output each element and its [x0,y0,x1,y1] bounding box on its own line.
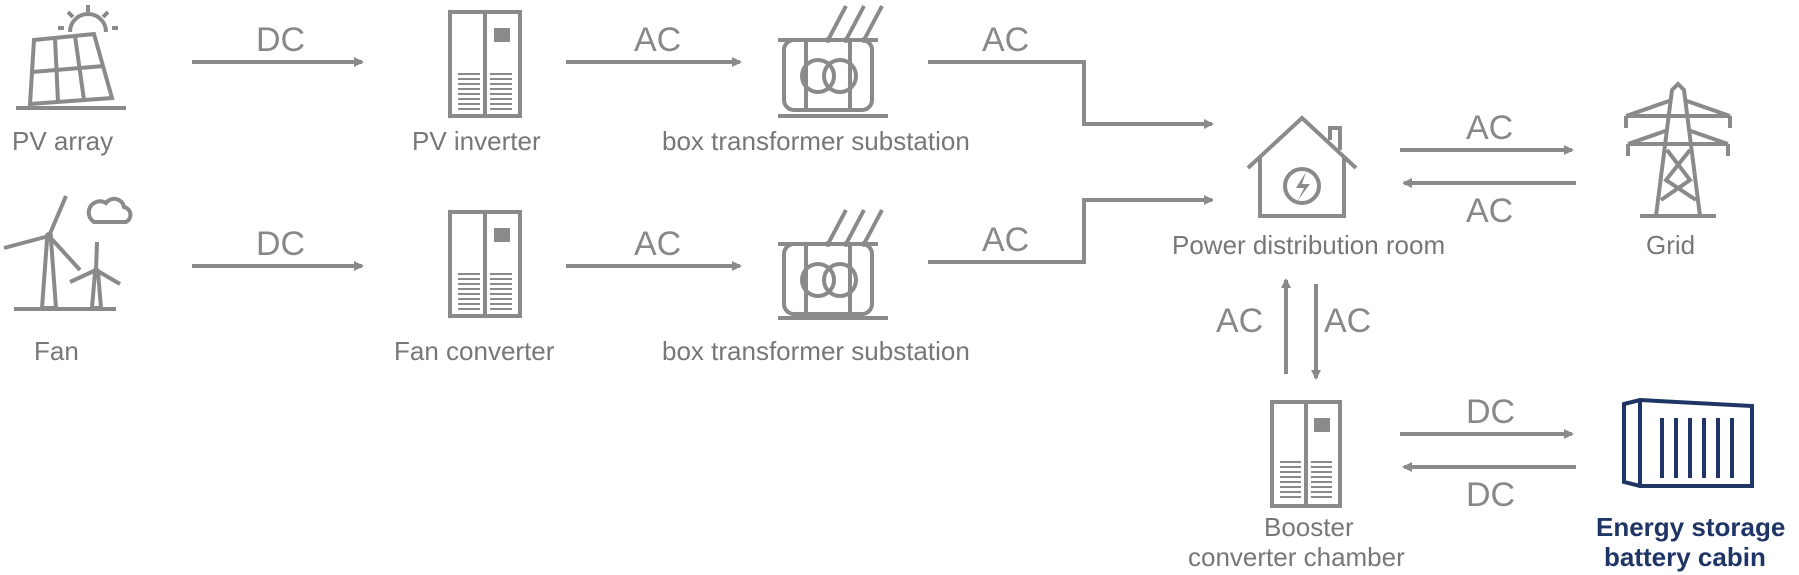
fan-converter-label: Fan converter [394,336,555,366]
room-to-grid-arrow: AC [1400,109,1574,155]
transformer-icon [778,5,888,118]
grid-node: Grid [1624,81,1732,260]
box-transformer-node-2: box transformer substation [662,209,970,366]
energy-storage-node: Energy storage battery cabin [1596,397,1785,572]
flow-label: AC [982,21,1029,59]
room-to-booster-arrow: AC [1311,284,1371,380]
flow-label: AC [634,225,681,263]
box1-to-room-arrow: AC [928,21,1214,129]
inverter-to-box-arrow: AC [566,21,742,67]
fan-node: Fan [3,195,133,366]
flow-label: DC [1466,476,1515,514]
storage-to-booster-arrow: DC [1402,462,1576,514]
house-lightning-icon [1246,115,1358,218]
flow-label: AC [1466,192,1513,230]
flow-label: DC [256,21,305,59]
energy-storage-label-line1: Energy storage [1596,512,1785,542]
flow-label: AC [634,21,681,59]
pv-inverter-node: PV inverter [412,10,541,156]
energy-storage-label-line2: battery cabin [1604,542,1766,572]
wind-turbine-icon [3,195,122,311]
pv-inverter-label: PV inverter [412,126,541,156]
booster-label-line2: converter chamber [1188,542,1405,572]
booster-to-room-arrow: AC [1216,278,1291,374]
box2-to-room-arrow: AC [928,195,1214,264]
fan-to-converter-arrow: DC [192,225,364,271]
inverter-cabinet-icon [448,210,522,318]
battery-container-icon [1622,397,1754,488]
booster-converter-node: Booster converter chamber [1188,400,1405,572]
power-distribution-room-label: Power distribution room [1172,230,1445,260]
grid-label: Grid [1646,230,1695,260]
inverter-cabinet-icon [448,10,522,118]
transmission-tower-icon [1624,81,1732,218]
flow-label: DC [256,225,305,263]
booster-to-storage-arrow: DC [1400,393,1574,439]
box-transformer-label-1: box transformer substation [662,126,970,156]
fan-converter-node: Fan converter [394,210,555,366]
sun-icon [58,5,118,33]
fan-label: Fan [34,336,79,366]
power-distribution-room-node: Power distribution room [1172,115,1445,260]
flow-label: AC [1324,302,1371,340]
cloud-icon [86,196,133,224]
converter-to-box-arrow: AC [566,225,742,271]
box-transformer-label-2: box transformer substation [662,336,970,366]
pv-array-label: PV array [12,126,113,156]
solar-panel-icon [16,31,126,110]
booster-label-line1: Booster [1264,512,1354,542]
flow-label: AC [1466,109,1513,147]
flow-label: DC [1466,393,1515,431]
pv-array-node: PV array [12,5,126,156]
flow-label: AC [982,221,1029,259]
box-transformer-node-1: box transformer substation [662,5,970,156]
flow-label: AC [1216,302,1263,340]
inverter-cabinet-icon [1270,400,1342,508]
grid-to-room-arrow: AC [1402,178,1576,230]
pv-to-inverter-arrow: DC [192,21,364,67]
transformer-icon [778,209,888,320]
